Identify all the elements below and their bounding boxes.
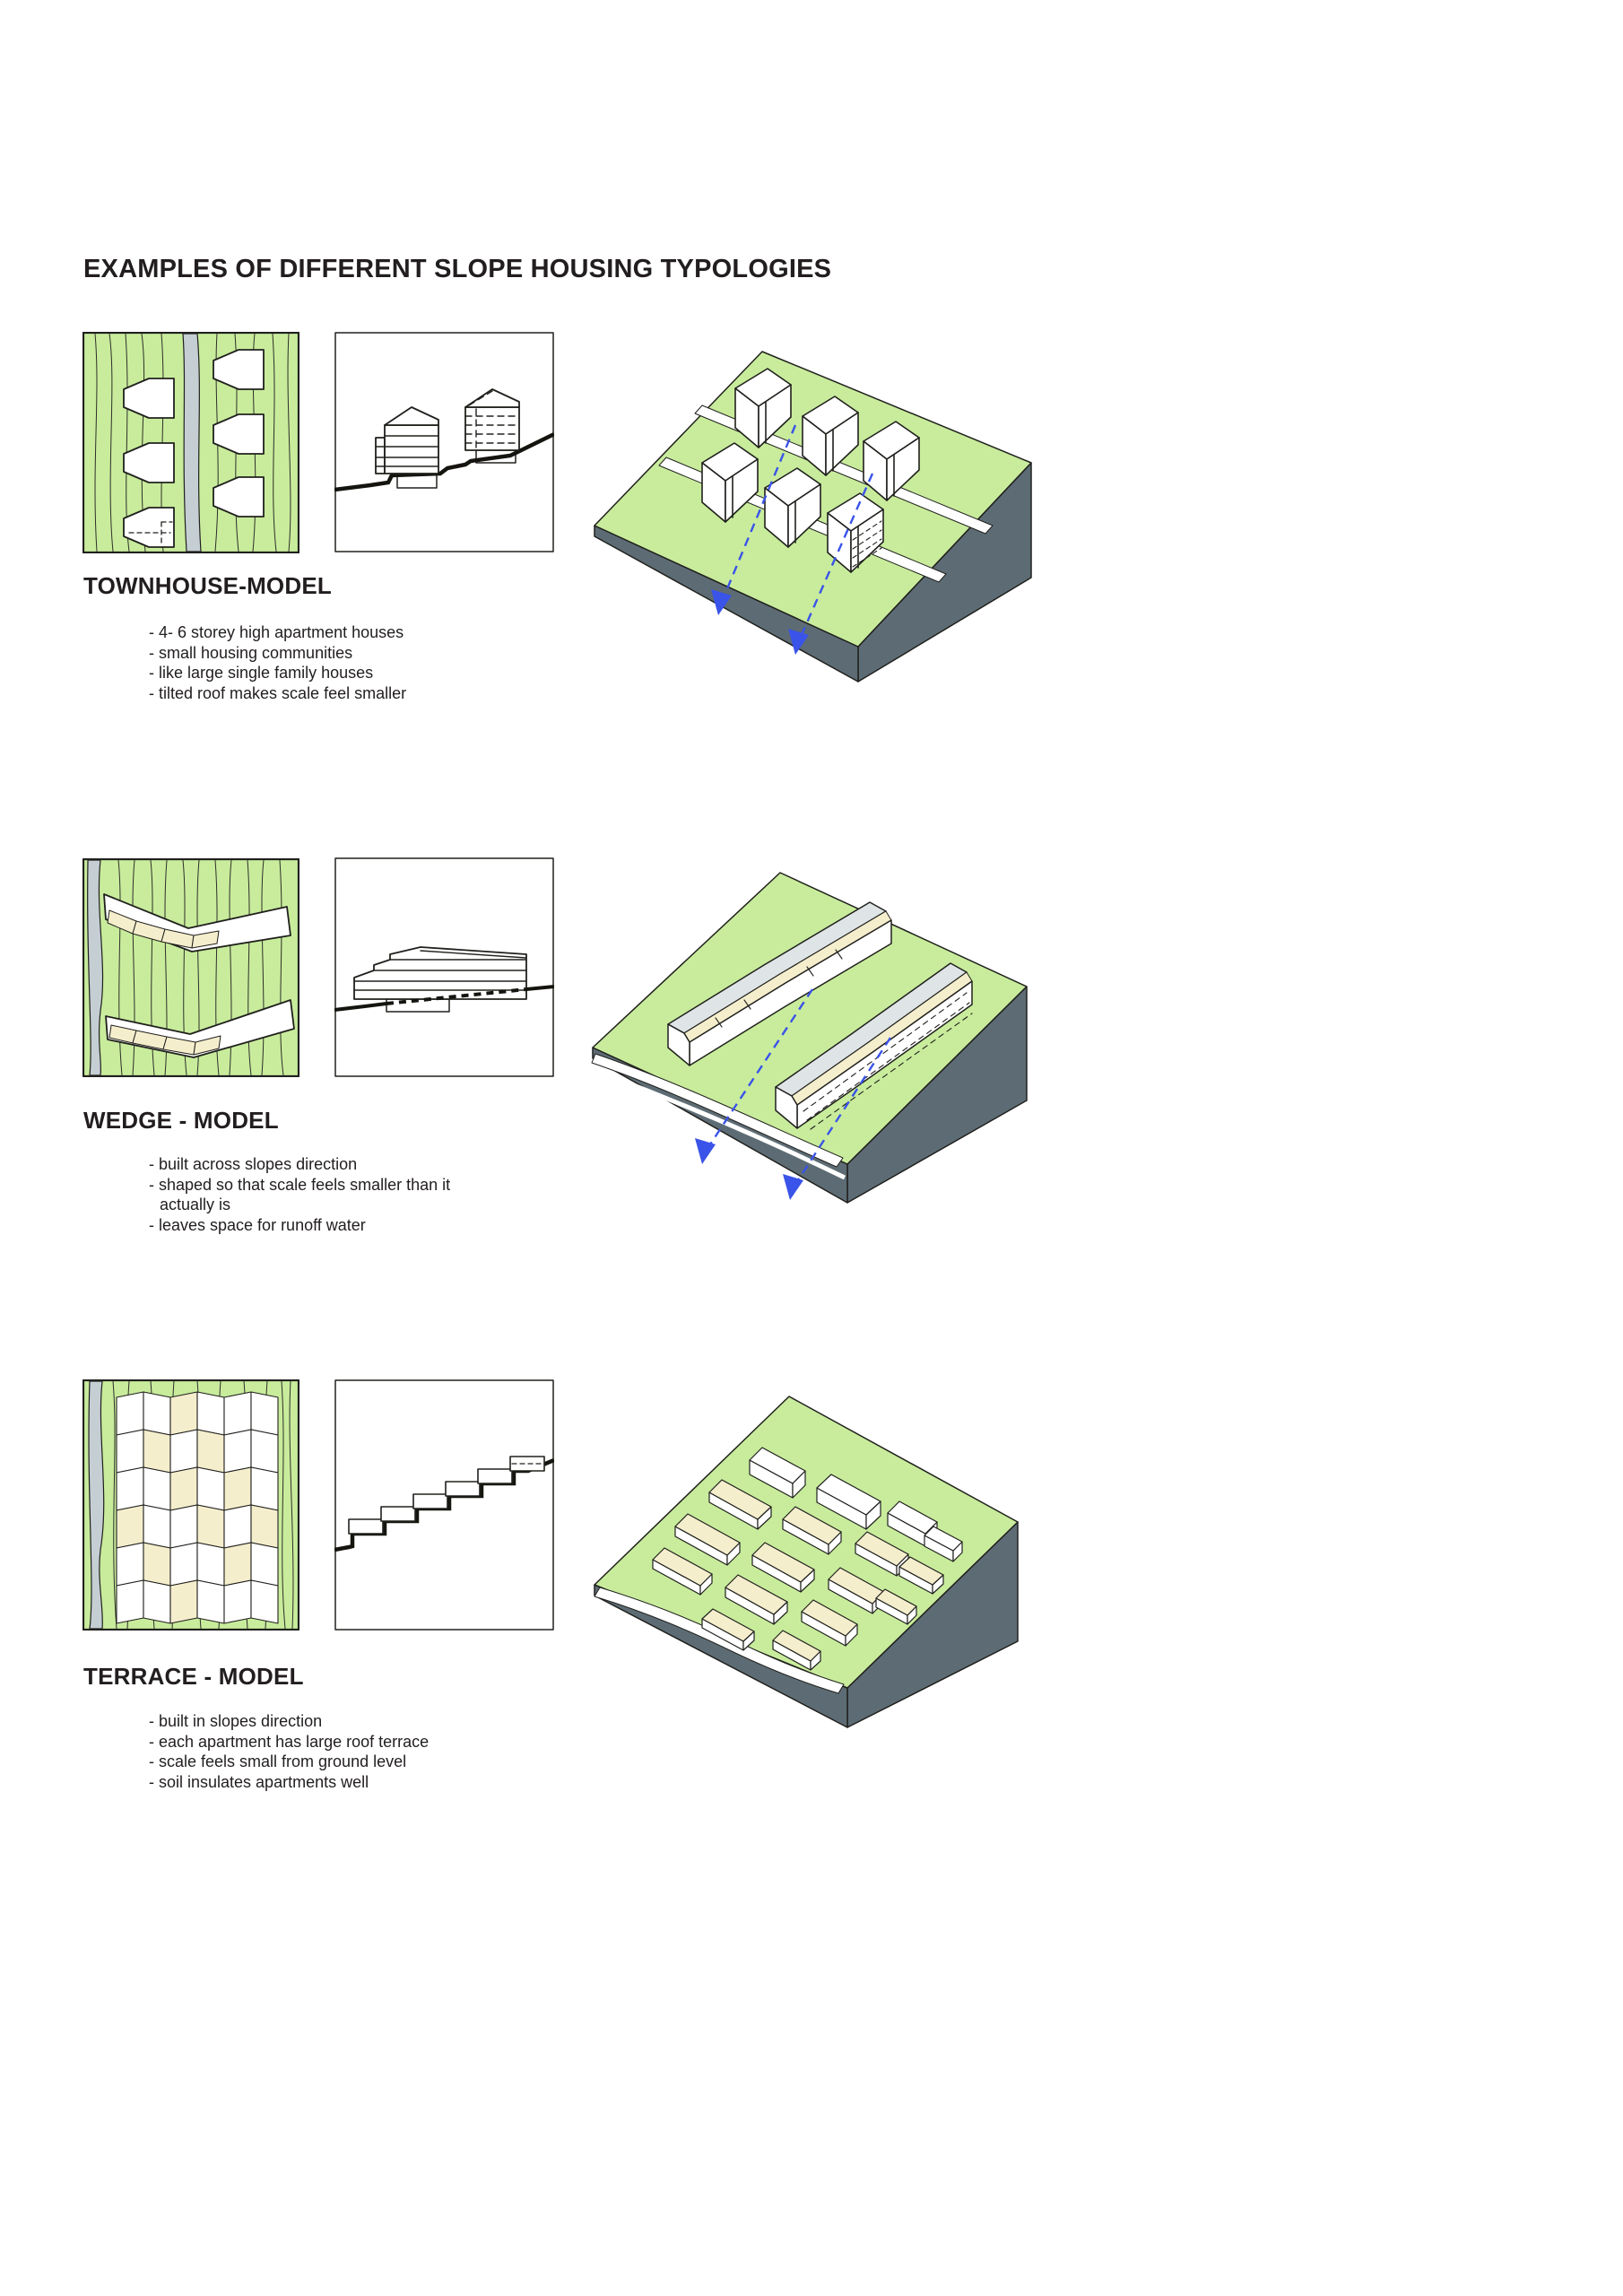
slope-direction-arrows — [695, 988, 892, 1200]
townhouse-axon-row1 — [734, 368, 920, 501]
note-item: - scale feels small from ground level — [149, 1752, 407, 1770]
note-item: - each apartment has large roof terrace — [149, 1732, 430, 1751]
note-item: - built across slopes direction — [149, 1155, 358, 1173]
terrace-axon-view — [578, 1365, 1027, 1742]
wedge-axon-view — [581, 839, 1029, 1215]
townhouse-axon-row2 — [701, 442, 884, 573]
wedge-building-2 — [775, 962, 973, 1130]
townhouse-axon-view — [587, 312, 1036, 689]
terrace-notes: - built in slopes direction - each apart… — [149, 1711, 490, 1792]
note-item: - 4- 6 storey high apartment houses — [149, 623, 404, 641]
terrace-plan-view — [82, 1379, 299, 1631]
note-item: - small housing communities — [149, 643, 353, 662]
note-item: - tilted roof makes scale feel smaller — [149, 683, 407, 702]
terrace-section-view — [334, 1379, 554, 1631]
slope-direction-arrows — [711, 424, 874, 655]
page-title: EXAMPLES OF DIFFERENT SLOPE HOUSING TYPO… — [83, 255, 832, 283]
section-title-wedge: WEDGE - MODEL — [83, 1107, 279, 1134]
terrace-axon-blocks — [652, 1447, 963, 1671]
note-item: - built in slopes direction — [149, 1712, 323, 1730]
section-title-terrace: TERRACE - MODEL — [83, 1663, 304, 1690]
townhouse-section-view — [334, 332, 554, 552]
wedge-building-1 — [667, 901, 892, 1066]
wedge-plan-view — [82, 858, 299, 1077]
terrace-plan-cluster — [116, 1391, 279, 1624]
note-item: - like large single family houses — [149, 664, 374, 682]
wedge-section-view — [334, 857, 554, 1077]
townhouse-plan-view — [82, 332, 299, 553]
note-item: - soil insulates apartments well — [149, 1772, 369, 1791]
note-item: - shaped so that scale feels smaller tha… — [149, 1175, 451, 1214]
section-title-townhouse: TOWNHOUSE-MODEL — [83, 572, 332, 599]
townhouse-notes: - 4- 6 storey high apartment houses - sm… — [149, 622, 490, 703]
wedge-notes: - built across slopes direction - shaped… — [149, 1154, 490, 1235]
note-item: - leaves space for runoff water — [149, 1215, 366, 1234]
